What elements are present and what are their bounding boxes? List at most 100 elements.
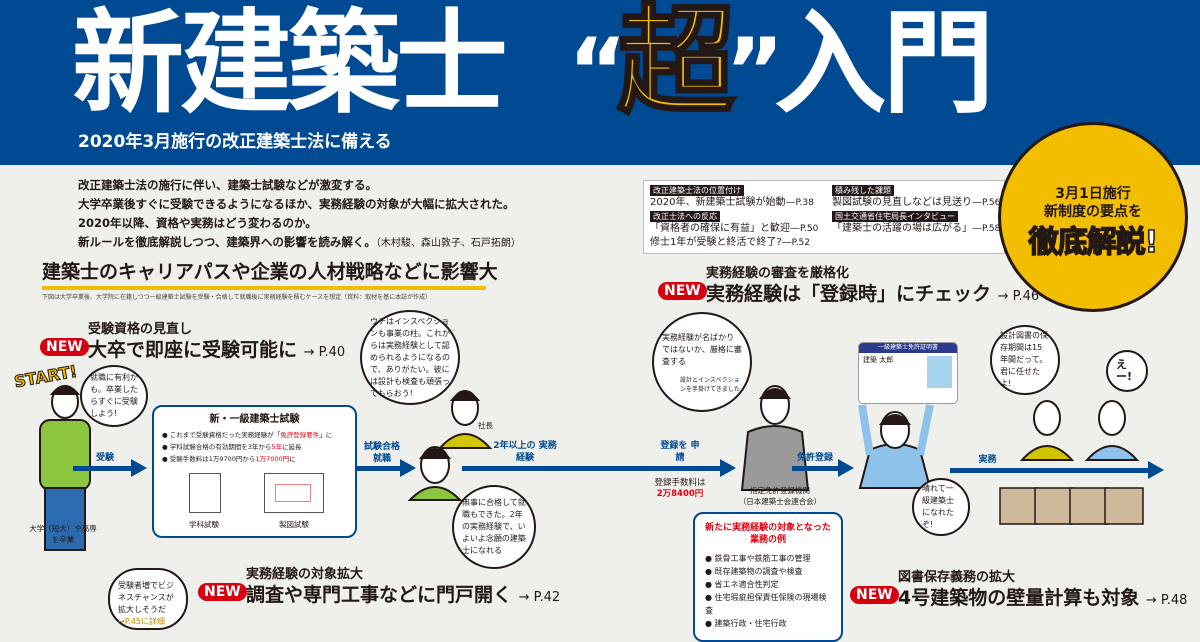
side-speech-bubble: 受験者増でビジネスチャンスが拡大しそうだ→P.45に詳細 <box>108 568 188 630</box>
subtitle: 2020年3月施行の改正建築士法に備える <box>78 132 392 152</box>
work-examples-box: 新たに実務経験の対象となった業務の例 ● 鉄骨工事や鉄筋工事の管理 ● 既存建築… <box>693 512 843 642</box>
new-exam-box: 新・一級建築士試験 ● これまで受験資格だった実務経験が「免許登録要件」に ● … <box>152 405 357 538</box>
intro-line: 2020年以降、資格や実務はどう変わるのか。 <box>78 216 317 230</box>
arrow-pass <box>357 459 416 477</box>
boss-label: 社長 <box>478 421 493 430</box>
toc-tag: 国土交通省住宅局長インタビュー <box>832 211 958 222</box>
exam-box-bullet: ● これまで受験資格だった実務経験が「免許登録要件」に <box>162 431 333 439</box>
work-box-title: 新たに実務経験の対象となった業務の例 <box>705 523 831 545</box>
toc-item[interactable]: 製図試験の見直しなどは見送り—P.56 <box>832 197 1001 208</box>
employee-speech-bubble: 無事に合格して就職もできた。2年の実務経験で、いよいよ念願の建築士になれる <box>452 485 536 569</box>
work-box-item: ● 建築行政・住宅行政 <box>705 619 787 628</box>
reviewer-quote: 設計とインスペクションを手掛けてきました <box>680 377 740 393</box>
toc-tag: 改正建築士法の位置付け <box>650 185 744 196</box>
drafting-exam-label: 製図試験 <box>279 520 309 529</box>
badge-line: 新制度の要点を <box>1044 204 1142 220</box>
feature-registration-check[interactable]: NEW 実務経験の審査を厳格化実務経験は「登録時」にチェック → P.46 <box>658 266 1039 306</box>
arrow-label: 受験 <box>95 453 114 463</box>
intro-line: 改正建築士法の施行に伴い、建築士試験などが激変する。 <box>78 178 377 192</box>
boss2-speech-bubble: 設計図書の保存期間は15年間だって。君に任せたよ! <box>990 325 1060 395</box>
drafting-exam-icon <box>264 473 324 513</box>
badge-line: 3月1日施行 <box>1055 186 1131 202</box>
toc-right: 積み残した課題 製図試験の見直しなどは見送り—P.56 国土交通省住宅局長インタ… <box>832 184 1000 236</box>
toc-left: 改正建築士法の位置付け 2020年、新建築士試験が始動—P.38 改正士法への反… <box>650 184 818 250</box>
feature-experience-expansion[interactable]: NEW 実務経験の対象拡大調査や専門工事などに門戸開く → P.42 <box>198 567 560 607</box>
license-card-title: 一級建築士免許証明書 <box>859 343 957 353</box>
student-figure-icon <box>39 385 91 551</box>
work-box-item: ● 既存建築物の調査や検査 <box>705 567 803 576</box>
toc-item[interactable]: 「建築士の活躍の場は広がる」—P.58 <box>832 223 1001 234</box>
feature-headline: 4号建築物の壁量計算も対象 <box>898 587 1140 609</box>
employee2-figure-icon <box>1084 400 1140 461</box>
title-part2: 入門 <box>774 0 994 129</box>
photo-icon <box>927 356 952 388</box>
employee2-speech-bubble: えー! <box>1106 350 1148 392</box>
section-caption: 下図は大学卒業後、大学院に在籍しつつ一級建築士試験を受験・合格して就職後に実務経… <box>42 294 432 301</box>
title-quote-open: “ <box>568 19 627 124</box>
intro-line: 新ルールを徹底解説しつつ、建築界への影響を読み解く。（木村駿、森山敦子、石戸拓朗… <box>78 235 521 249</box>
intro-text: 改正建築士法の施行に伴い、建築士試験などが激変する。 大学卒業後すぐに受験できる… <box>78 176 521 253</box>
feature-kicker: 実務経験の審査を厳格化 <box>706 266 850 281</box>
arrow-label: 2年以上の 実務経験 <box>493 441 557 463</box>
title-part1: 新建築士 <box>72 0 508 129</box>
student-speech-bubble: 就職に有利かも。卒業したらすぐに受験しよう! <box>80 365 148 427</box>
table-of-contents: 改正建築士法の位置付け 2020年、新建築士試験が始動—P.38 改正士法への反… <box>643 180 1005 254</box>
student-label: 大学（短大）や高専を卒業 <box>29 524 97 544</box>
agency-label: 指定免許登録機関（日本建築士会連合会） <box>738 486 822 506</box>
page-ref: → P.42 <box>518 590 561 605</box>
employee-figure-icon <box>407 446 463 501</box>
feature-exam-eligibility[interactable]: NEW 受験資格の見直し大卒で即座に受験可能に → P.40 <box>40 322 345 362</box>
feature-headline: 実務経験は「登録時」にチェック <box>706 283 992 305</box>
work-box-item: ● 住宅瑕疵担保責任保険の現場検査 <box>705 593 827 615</box>
feature-kicker: 受験資格の見直し <box>88 322 193 337</box>
written-exam-label: 学科試験 <box>189 520 219 529</box>
exam-box-title: 新・一級建築士試験 <box>209 414 300 425</box>
license-card: 一級建築士免許証明書 建築 太郎 <box>858 342 958 404</box>
header-banner <box>0 0 1200 165</box>
page-ref: → P.46 <box>997 289 1040 304</box>
feature-headline: 調査や専門工事などに門戸開く <box>246 584 513 606</box>
toc-tag: 積み残した課題 <box>832 185 894 196</box>
page-title: 新建築士“超”入門 <box>72 0 994 125</box>
work-box-item: ● 省エネ適合性判定 <box>705 580 779 589</box>
work-box-item: ● 鉄骨工事や鉄筋工事の管理 <box>705 554 811 563</box>
boss-figure-icon <box>437 390 493 449</box>
highlight-badge: 3月1日施行 新制度の要点を 徹底解説! <box>998 122 1188 312</box>
feature-headline: 大卒で即座に受験可能に <box>88 339 298 361</box>
credit: （木村駿、森山敦子、石戸拓朗） <box>375 238 521 249</box>
arrow-practice <box>950 461 1164 479</box>
page-ref: → P.48 <box>1145 593 1188 608</box>
arrow-label: 免許登録 <box>796 453 833 463</box>
feature-kicker: 実務経験の対象拡大 <box>246 567 364 582</box>
new-architect-figure-icon <box>858 404 934 489</box>
toc-item[interactable]: 「資格者の確保に有益」と歓迎—P.50 <box>650 223 819 234</box>
title-quote-close: ” <box>725 19 784 124</box>
intro-line: 大学卒業後すぐに受験できるようになるほか、実務経験の対象が大幅に拡大された。 <box>78 197 515 211</box>
reviewer-speech-bubble: 実務経験が名ばかりではないか、厳格に審査する設計とインスペクションを手掛けてきま… <box>652 312 752 412</box>
new-badge: NEW <box>850 586 899 604</box>
arrow-license <box>792 459 854 477</box>
new-badge: NEW <box>658 282 707 300</box>
architect-speech-bubble: 晴れて一級建築士になれたぞ! <box>912 478 970 536</box>
feature-kicker: 図書保存義務の拡大 <box>898 570 1016 585</box>
document-boxes-icon <box>999 487 1144 525</box>
toc-tag: 改正士法への反応 <box>650 211 720 222</box>
exam-box-bullet: ● 学科試験合格の有効期間を3年から5年に延長 <box>162 443 302 451</box>
reviewer-figure-icon <box>740 385 810 491</box>
new-badge: NEW <box>198 583 247 601</box>
arrow-label: 実務 <box>978 455 997 465</box>
toc-item[interactable]: 2020年、新建築士試験が始動—P.38 <box>650 197 814 208</box>
side-bubble-link: →P.45に詳細 <box>118 617 166 626</box>
toc-item[interactable]: 修士1年が受験と終活で終了?—P.52 <box>650 237 811 248</box>
written-exam-icon <box>189 473 221 513</box>
license-card-name: 建築 太郎 <box>863 356 894 364</box>
boss2-figure-icon <box>1019 400 1075 461</box>
arrow-experience <box>462 459 736 477</box>
exam-box-bullet: ● 受験手数料は1万9700円から1万7000円に <box>162 455 296 463</box>
page-ref: → P.40 <box>303 345 346 360</box>
arrow-label: 試験合格 就職 <box>363 442 400 464</box>
arrow-label: 登録を 申請 <box>660 441 700 463</box>
feature-document-retention[interactable]: NEW 図書保存義務の拡大 4号建築物の壁量計算も対象 → P.48 <box>850 570 1187 610</box>
